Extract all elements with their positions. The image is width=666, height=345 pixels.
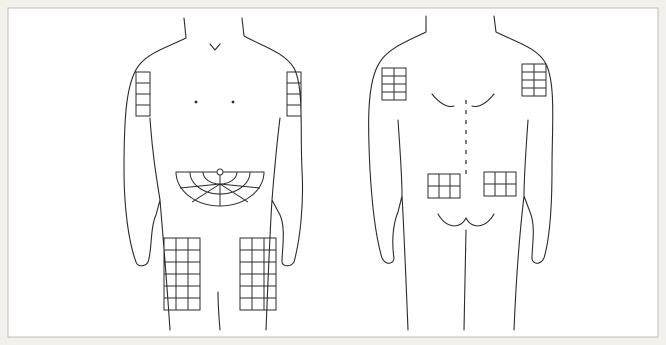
front-right-nipple: [232, 101, 235, 104]
front-navel: [217, 169, 223, 175]
front-left-nipple: [195, 101, 198, 104]
figure-frame: [8, 8, 658, 337]
